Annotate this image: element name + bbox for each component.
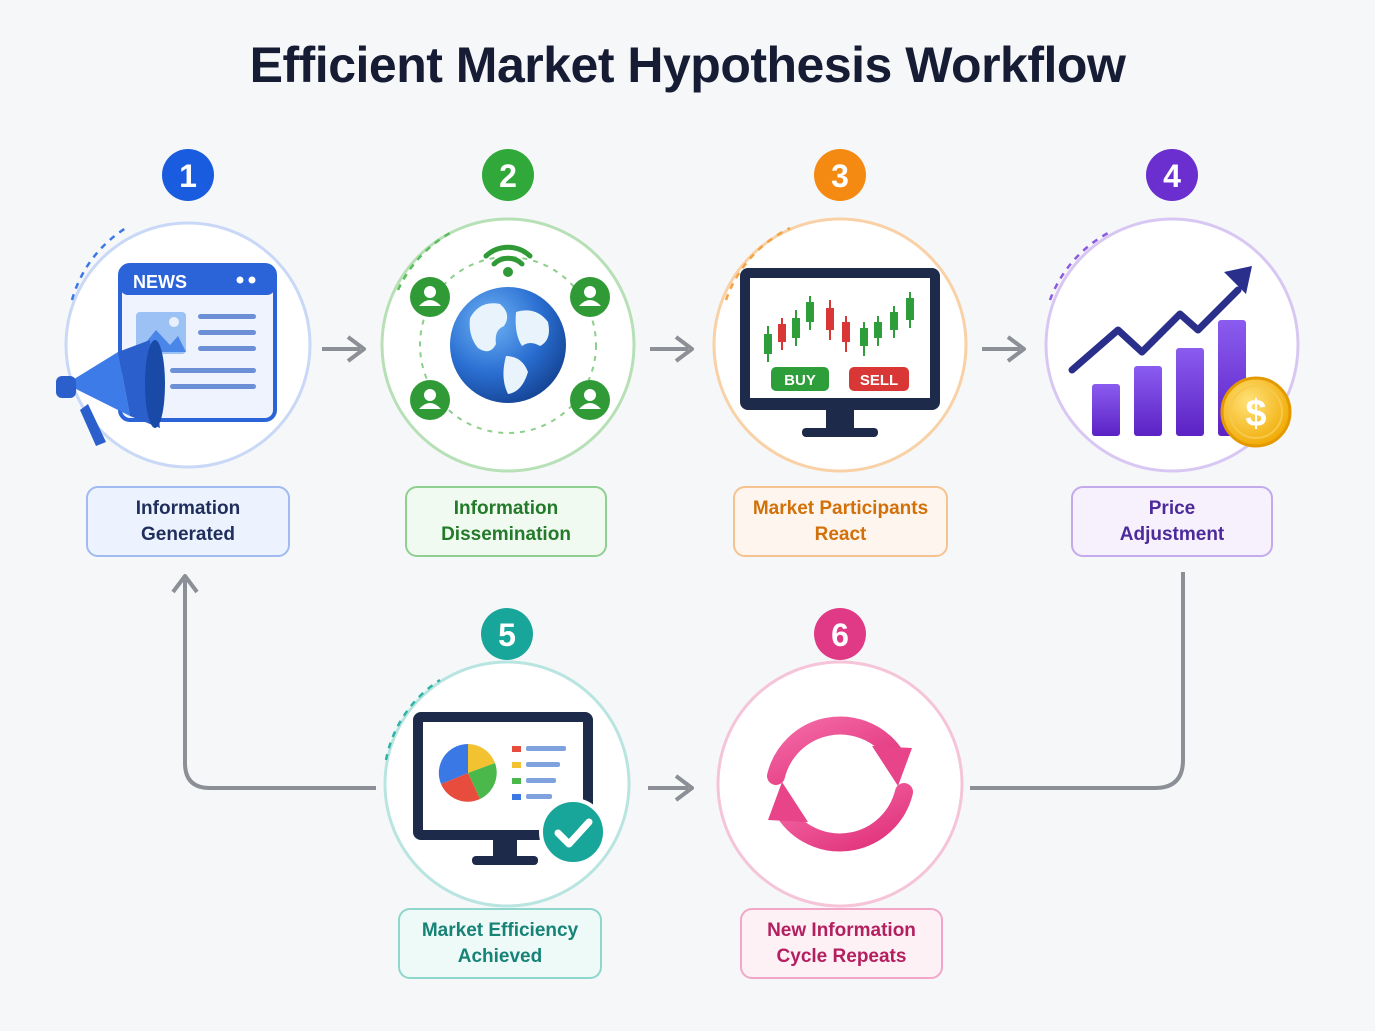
step-2-label-line2: Dissemination [441, 523, 571, 545]
step-6-label-line1: New Information [767, 919, 916, 941]
coin-icon: $ [1220, 376, 1292, 448]
step-2-number: 2 [499, 158, 517, 194]
step-2-badge: 2 [482, 149, 534, 201]
step-3-label-line2: React [814, 523, 867, 545]
news-badge-text: NEWS [133, 272, 187, 292]
arrow-5-to-1 [171, 574, 376, 790]
step-6-label-line2: Cycle Repeats [776, 945, 907, 967]
step-3-label-line1: Market Participants [752, 497, 929, 519]
sell-button-graphic: SELL [849, 367, 909, 391]
trading-monitor-icon: BUY SELL [740, 268, 940, 437]
step-4-label-line2: Adjustment [1119, 523, 1225, 545]
step-2-label: Information Dissemination [405, 486, 607, 557]
step-5-label: Market Efficiency Achieved [398, 908, 602, 979]
user-icon-bottom-left [410, 380, 450, 420]
pie-chart-icon [438, 743, 497, 802]
step-5-number: 5 [498, 617, 516, 653]
arrow-6-to-5 [648, 774, 694, 802]
step-2-label-line1: Information [453, 497, 559, 519]
step-1-label-line2: Generated [141, 523, 235, 545]
buy-label: BUY [784, 372, 816, 389]
step-5-label-line1: Market Efficiency [421, 919, 579, 941]
user-icon-top-right [570, 277, 610, 317]
step-3-badge: 3 [814, 149, 866, 201]
step-1-badge: 1 [162, 149, 214, 201]
user-icon-top-left [410, 277, 450, 317]
step-6-circle [716, 660, 964, 908]
flow-arrows [171, 335, 1185, 802]
step-5-badge: 5 [481, 608, 533, 660]
candlesticks [764, 292, 914, 362]
buy-button-graphic: BUY [771, 367, 829, 391]
step-4-label: Price Adjustment [1071, 486, 1273, 557]
step-5-label-line2: Achieved [457, 945, 543, 967]
step-1-number: 1 [179, 158, 197, 194]
step-6-label: New Information Cycle Repeats [740, 908, 943, 979]
news-megaphone-icon: NEWS [56, 263, 277, 446]
dashboard-check-icon [413, 712, 607, 866]
step-6-badge: 6 [814, 608, 866, 660]
step-4-badge: 4 [1146, 149, 1198, 201]
step-4-label-line1: Price [1148, 497, 1196, 519]
step-1-label-line1: Information [135, 497, 241, 519]
step-1-label: Information Generated [86, 486, 290, 557]
price-growth-chart-icon: $ [1068, 266, 1292, 448]
check-badge-icon [539, 798, 607, 866]
currency-symbol: $ [1245, 393, 1266, 435]
arrow-3-to-4 [982, 335, 1026, 363]
arrow-4-to-6 [970, 572, 1185, 790]
user-icon-bottom-right [570, 380, 610, 420]
arrow-1-to-2 [322, 335, 366, 363]
refresh-cycle-icon [767, 716, 913, 852]
globe-network-icon [410, 244, 610, 434]
step-4-number: 4 [1163, 158, 1181, 194]
wifi-icon [483, 244, 533, 277]
step-6-number: 6 [831, 617, 849, 653]
arrow-2-to-3 [650, 335, 694, 363]
step-3-number: 3 [831, 158, 849, 194]
step-3-label: Market Participants React [733, 486, 948, 557]
page-title: Efficient Market Hypothesis Workflow [249, 37, 1126, 93]
sell-label: SELL [860, 372, 898, 389]
